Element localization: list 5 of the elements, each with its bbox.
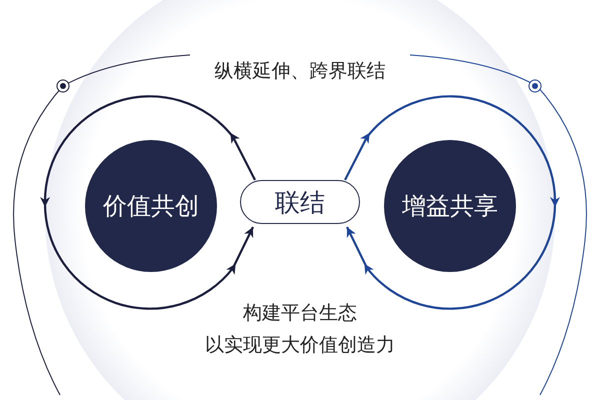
caption-text: 以实现更大价值创造力 (205, 333, 395, 358)
caption-text: 构建平台生态 (243, 301, 357, 326)
loop-arrow (344, 95, 560, 310)
loop-arrow (40, 95, 256, 310)
link-pill: 联结 (240, 180, 360, 224)
